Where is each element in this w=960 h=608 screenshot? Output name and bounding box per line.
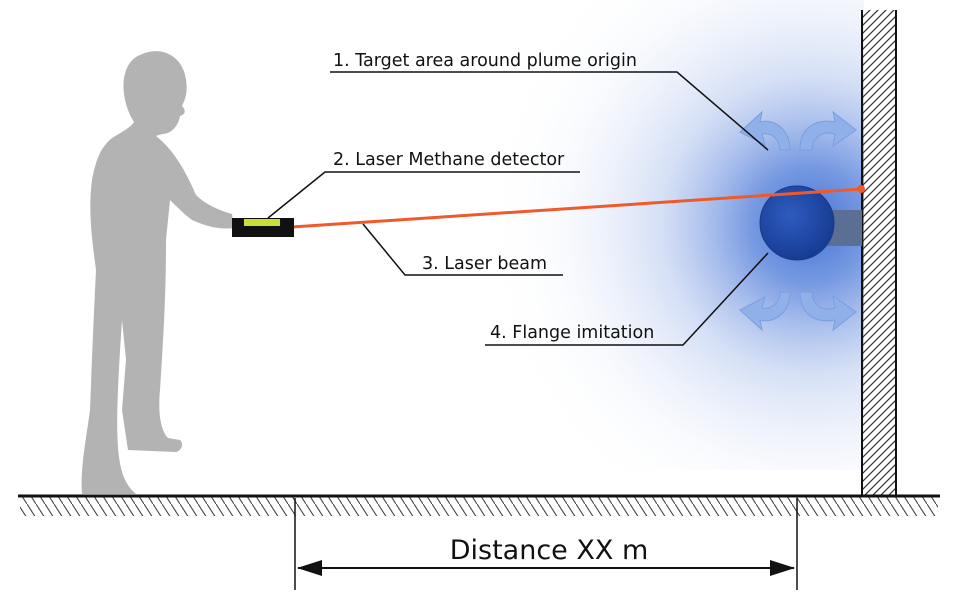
distance-dimension xyxy=(294,498,798,590)
wall xyxy=(861,10,897,496)
distance-label: Distance XX m xyxy=(450,535,649,566)
leader-line-flange xyxy=(485,252,769,346)
label-target-area: 1. Target area around plume origin xyxy=(333,51,637,71)
plume-flow-arrow-icon xyxy=(739,110,857,332)
leader-line-detector xyxy=(267,171,580,219)
label-laser-beam: 3. Laser beam xyxy=(422,254,547,274)
ground xyxy=(18,494,940,516)
operator-silhouette xyxy=(81,51,234,494)
laser-beam xyxy=(291,187,863,229)
laser-methane-detector xyxy=(232,218,294,237)
leader-line-target-area xyxy=(330,71,769,151)
laser-spot xyxy=(857,185,865,193)
flange-imitation xyxy=(759,185,835,261)
label-flange: 4. Flange imitation xyxy=(490,323,654,343)
label-detector: 2. Laser Methane detector xyxy=(333,150,565,170)
leader-line-beam xyxy=(362,223,563,276)
